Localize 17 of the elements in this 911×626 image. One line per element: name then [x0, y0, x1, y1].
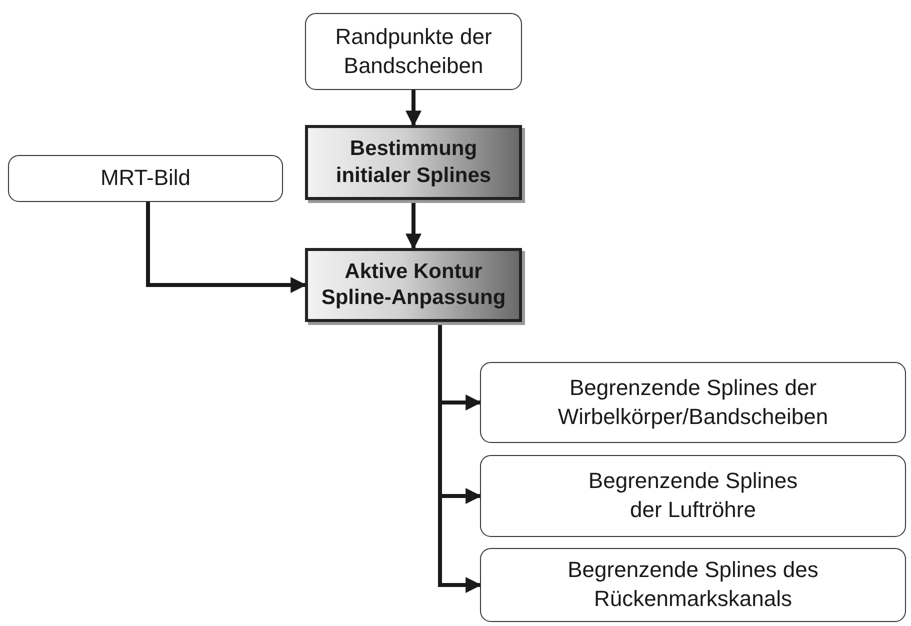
rounded-box	[480, 548, 906, 622]
arrow	[406, 90, 422, 127]
arrow	[146, 202, 307, 293]
box-label: Begrenzende Splines des Rückenmarkskanals	[566, 556, 820, 613]
box-label: Begrenzende Splines der Wirbelkörper/Bandscheiben	[556, 374, 830, 431]
rounded-box	[480, 362, 906, 443]
arrow	[406, 200, 422, 250]
rounded-box	[8, 155, 283, 202]
rounded-box	[480, 455, 906, 537]
box-label: Begrenzende Splines der Luftröhre	[587, 467, 799, 524]
box-label: Bestimmung initialer Splines	[334, 136, 492, 188]
process-box	[305, 125, 522, 200]
rounded-box	[305, 13, 522, 90]
box-label: Aktive Kontur Spline-Anpassung	[320, 258, 507, 311]
process-box	[305, 248, 522, 322]
box-label: MRT-Bild	[100, 164, 191, 192]
box-label: Randpunkte der Bandscheiben	[334, 22, 493, 80]
